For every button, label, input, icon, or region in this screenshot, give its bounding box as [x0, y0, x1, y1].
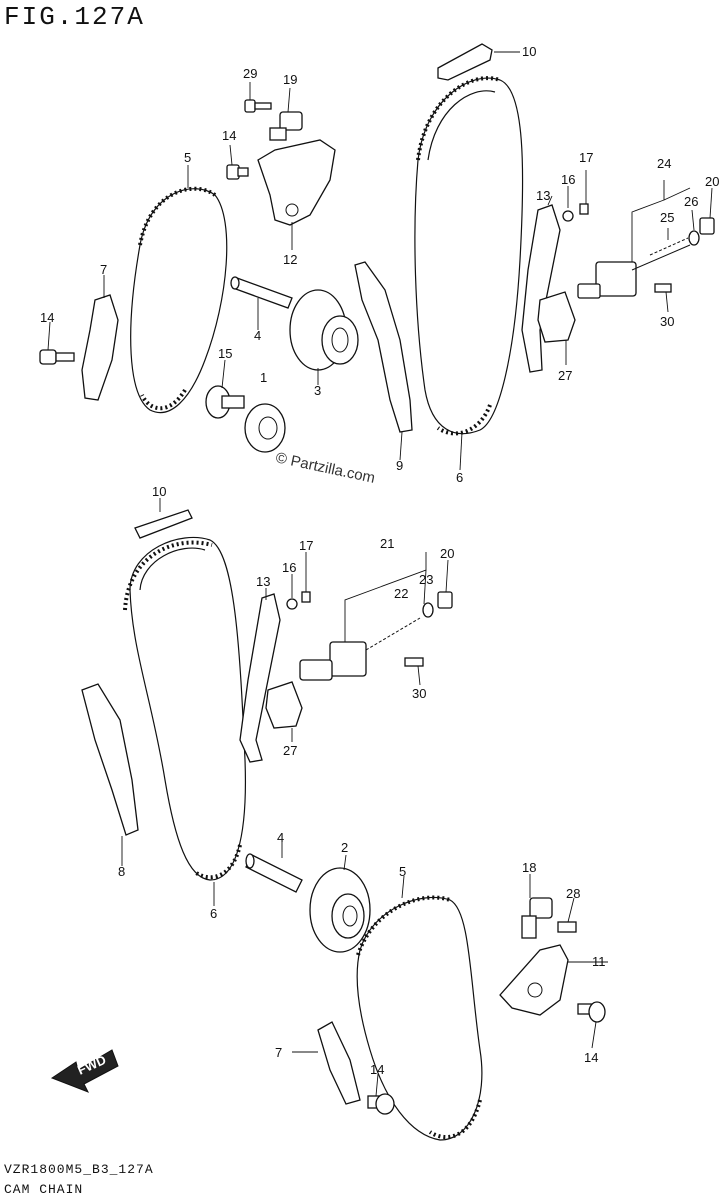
diagram-code: VZR1800M5_B3_127A — [4, 1162, 154, 1177]
callout-numbers: 1 3 4 5 7 14 15 29 19 14 12 9 6 10 13 16… — [40, 44, 719, 1077]
washer-23-lower — [422, 602, 434, 618]
callout-10: 10 — [152, 484, 166, 499]
leader-lines-upper — [47, 51, 713, 471]
bolt-14-bottom — [367, 1093, 395, 1115]
cam-chain-rear-upper — [414, 76, 524, 436]
callout-2: 2 — [341, 840, 348, 855]
dowel-pin-4-upper — [230, 276, 293, 309]
chain-tensioner-arm-13-upper — [521, 204, 561, 373]
callout-19: 19 — [283, 72, 297, 87]
chain-guide-8 — [81, 683, 139, 836]
washer-16-upper — [562, 210, 574, 222]
bolt-20-upper — [699, 217, 715, 235]
callout-24: 24 — [657, 156, 671, 171]
washer-16-lower — [286, 598, 298, 610]
callout-8: 8 — [118, 864, 125, 879]
callout-12: 12 — [283, 252, 297, 267]
figure-title: FIG.127A — [4, 2, 145, 32]
diagram-name: CAM CHAIN — [4, 1182, 84, 1197]
leader-lines-lower — [121, 498, 608, 1097]
callout-16: 16 — [282, 560, 296, 575]
callout-16: 16 — [561, 172, 575, 187]
callout-20: 20 — [705, 174, 719, 189]
gasket-27-lower — [265, 681, 303, 729]
callout-17: 17 — [579, 150, 593, 165]
bolt-17-lower — [301, 591, 311, 603]
callout-14: 14 — [222, 128, 236, 143]
callout-15: 15 — [218, 346, 232, 361]
bolt-30-upper — [654, 283, 672, 293]
callout-1: 1 — [260, 370, 267, 385]
callout-6: 6 — [456, 470, 463, 485]
callout-11: 11 — [592, 954, 606, 969]
callout-21: 21 — [380, 536, 394, 551]
bolt-15 — [205, 385, 245, 419]
callout-5: 5 — [184, 150, 191, 165]
callout-29: 29 — [243, 66, 257, 81]
callout-27: 27 — [558, 368, 572, 383]
chain-tensioner-arm-13-lower — [239, 593, 281, 763]
cam-chain-rear-lower — [123, 536, 247, 881]
chain-guide-9 — [354, 261, 413, 433]
callout-13: 13 — [256, 574, 270, 589]
cam-chain-front-upper — [130, 186, 228, 414]
callout-7: 7 — [100, 262, 107, 277]
cam-chain-tensioner-24 — [577, 237, 691, 299]
chain-guide-11 — [499, 944, 569, 1016]
bolt-30-lower — [404, 657, 424, 667]
crank-sprocket-1 — [244, 403, 286, 453]
cam-sprocket-3 — [289, 289, 359, 371]
cam-chain-guide-10-upper — [437, 43, 493, 81]
callout-26: 26 — [684, 194, 698, 209]
callout-6: 6 — [210, 906, 217, 921]
callout-4: 4 — [254, 328, 261, 343]
dowel-pin-4-lower — [245, 853, 303, 893]
callout-20: 20 — [440, 546, 454, 561]
chain-guide-7-upper — [81, 294, 119, 401]
chain-guide-12 — [257, 139, 336, 226]
forward-arrow-icon: FWD — [50, 1049, 119, 1093]
bolt-20-lower — [437, 591, 453, 609]
cam-sprocket-2 — [309, 867, 371, 953]
cam-chain-tensioner-21 — [299, 617, 421, 681]
bolt-17-upper — [579, 203, 589, 215]
callout-14: 14 — [370, 1062, 384, 1077]
callout-18: 18 — [522, 860, 536, 875]
cam-chain-guide-10-lower — [134, 509, 193, 539]
callout-10: 10 — [522, 44, 536, 59]
callout-30: 30 — [660, 314, 674, 329]
callout-23: 23 — [419, 572, 433, 587]
bolt-14-right — [577, 1001, 606, 1023]
callout-9: 9 — [396, 458, 403, 473]
callout-17: 17 — [299, 538, 313, 553]
callout-28: 28 — [566, 886, 580, 901]
partzilla-watermark: © Partzilla.com — [274, 449, 376, 487]
bolt-14-top — [226, 164, 249, 180]
bolt-29 — [244, 99, 272, 113]
bolt-14-left — [39, 349, 75, 365]
callout-30: 30 — [412, 686, 426, 701]
callout-5: 5 — [399, 864, 406, 879]
chain-guide-7-lower — [317, 1021, 361, 1105]
callout-3: 3 — [314, 383, 321, 398]
gasket-27-upper — [537, 291, 576, 343]
callout-25: 25 — [660, 210, 674, 225]
tensioner-19 — [269, 111, 303, 141]
callout-22: 22 — [394, 586, 408, 601]
callout-4: 4 — [277, 830, 284, 845]
callout-7: 7 — [275, 1045, 282, 1060]
callout-13: 13 — [536, 188, 550, 203]
tensioner-18 — [521, 897, 553, 939]
callout-27: 27 — [283, 743, 297, 758]
bolt-28 — [557, 921, 577, 933]
washer-26-upper — [688, 230, 700, 246]
cam-chain-front-lower — [356, 895, 483, 1141]
callout-14: 14 — [40, 310, 54, 325]
callout-14: 14 — [584, 1050, 598, 1065]
